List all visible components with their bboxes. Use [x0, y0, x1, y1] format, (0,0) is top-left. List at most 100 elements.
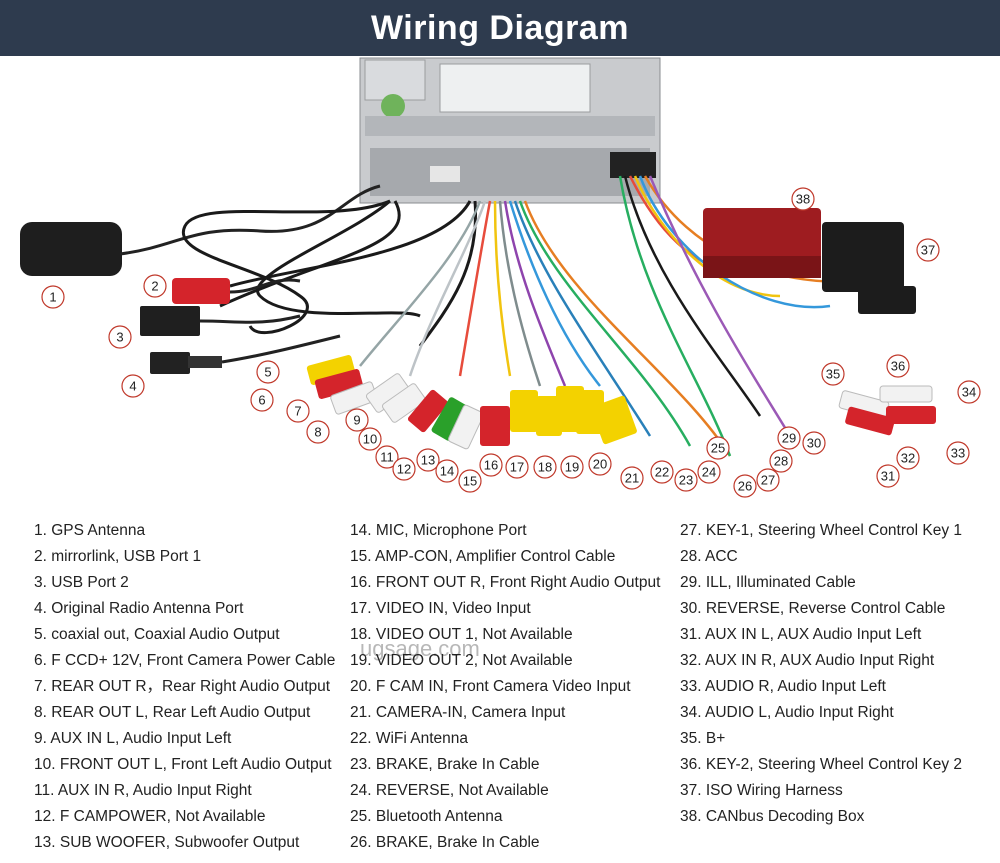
legend-item: 31. AUX IN L, AUX Audio Input Left: [680, 626, 922, 643]
gps-antenna: [20, 184, 381, 276]
callout-11: 11: [375, 445, 399, 469]
legend-item: 35. B+: [680, 730, 726, 747]
callout-number: 30: [807, 436, 821, 451]
callout-31: 31: [876, 464, 900, 488]
callout-number: 36: [891, 359, 905, 374]
legend-item: 33. AUDIO R, Audio Input Left: [680, 678, 886, 695]
callout-number: 4: [129, 379, 136, 394]
legend-item: 12. F CAMPOWER, Not Available: [34, 808, 266, 825]
callout-number: 35: [826, 367, 840, 382]
legend-item: 17. VIDEO IN, Video Input: [350, 600, 531, 617]
callout-35: 35: [821, 362, 845, 386]
callout-number: 38: [796, 192, 810, 207]
callout-13: 13: [416, 448, 440, 472]
rca-connectors-right: [838, 385, 936, 436]
legend-item: 14. MIC, Microphone Port: [350, 522, 527, 539]
legend-item: 34. AUDIO L, Audio Input Right: [680, 704, 894, 721]
callout-number: 6: [258, 393, 265, 408]
callout-number: 34: [962, 385, 976, 400]
legend-item: 19. VIDEO OUT 2, Not Available: [350, 652, 573, 669]
callout-number: 3: [116, 330, 123, 345]
callout-number: 1: [49, 290, 56, 305]
legend-column-3: 27. KEY-1, Steering Wheel Control Key 1 …: [680, 518, 962, 830]
legend-item: 5. coaxial out, Coaxial Audio Output: [34, 626, 280, 643]
usb-port-2: [140, 306, 301, 336]
callout-number: 13: [421, 453, 435, 468]
callout-4: 4: [121, 374, 145, 398]
callout-number: 26: [738, 479, 752, 494]
callout-34: 34: [957, 380, 981, 404]
callout-30: 30: [802, 431, 826, 455]
callout-number: 9: [353, 413, 360, 428]
callout-24: 24: [697, 460, 721, 484]
legend-item: 9. AUX IN L, Audio Input Left: [34, 730, 232, 747]
callout-number: 21: [625, 471, 639, 486]
callout-9: 9: [345, 408, 369, 432]
callout-number: 5: [264, 365, 271, 380]
legend-item: 27. KEY-1, Steering Wheel Control Key 1: [680, 522, 963, 539]
legend-item: 6. F CCD+ 12V, Front Camera Power Cable: [34, 652, 336, 669]
callout-number: 37: [921, 243, 935, 258]
callout-28: 28: [769, 449, 793, 473]
callout-18: 18: [533, 455, 557, 479]
legend-item: 15. AMP-CON, Amplifier Control Cable: [350, 548, 616, 565]
callout-7: 7: [286, 399, 310, 423]
callout-1: 1: [41, 285, 65, 309]
legend-item: 37. ISO Wiring Harness: [680, 782, 843, 799]
callout-number: 14: [440, 464, 454, 479]
legend-item: 16. FRONT OUT R, Front Right Audio Outpu…: [350, 574, 661, 591]
callout-26: 26: [733, 474, 757, 498]
legend-item: 23. BRAKE, Brake In Cable: [350, 756, 540, 773]
callout-number: 31: [881, 469, 895, 484]
legend-column-1: 1. GPS Antenna 2. mirrorlink, USB Port 1…: [34, 518, 335, 856]
legend-item: 26. BRAKE, Brake In Cable: [350, 834, 540, 851]
legend-item: 13. SUB WOOFER, Subwoofer Output: [34, 834, 300, 851]
callout-2: 2: [143, 274, 167, 298]
callout-number: 15: [463, 474, 477, 489]
watermark: ugsage.com: [360, 636, 480, 661]
callout-number: 11: [380, 450, 394, 465]
radio-antenna-port: [150, 334, 341, 374]
legend: 1. GPS Antenna 2. mirrorlink, USB Port 1…: [0, 518, 1000, 858]
legend-item: 38. CANbus Decoding Box: [680, 808, 865, 825]
callout-5: 5: [256, 360, 280, 384]
canbus-box: [703, 208, 821, 278]
legend-item: 10. FRONT OUT L, Front Left Audio Output: [34, 756, 332, 773]
legend-item: 11. AUX IN R, Audio Input Right: [34, 782, 252, 799]
legend-item: 8. REAR OUT L, Rear Left Audio Output: [34, 704, 311, 721]
callout-36: 36: [886, 354, 910, 378]
callout-37: 37: [916, 238, 940, 262]
callout-number: 8: [314, 425, 321, 440]
callout-32: 32: [896, 446, 920, 470]
callout-38: 38: [791, 187, 815, 211]
head-unit: [359, 57, 661, 204]
callout-25: 25: [706, 436, 730, 460]
callout-21: 21: [620, 466, 644, 490]
legend-item: 32. AUX IN R, AUX Audio Input Right: [680, 652, 935, 669]
legend-item: 2. mirrorlink, USB Port 1: [34, 548, 202, 565]
callout-number: 12: [397, 462, 411, 477]
callout-3: 3: [108, 325, 132, 349]
callout-22: 22: [650, 460, 674, 484]
callout-6: 6: [250, 388, 274, 412]
callout-17: 17: [505, 455, 529, 479]
black-cables: [181, 199, 478, 347]
callout-15: 15: [458, 469, 482, 493]
iso-connector: [822, 222, 916, 314]
callout-number: 20: [593, 457, 607, 472]
callout-number: 25: [711, 441, 725, 456]
callout-number: 18: [538, 460, 552, 475]
legend-item: 1. GPS Antenna: [34, 522, 146, 539]
callout-33: 33: [946, 441, 970, 465]
callout-number: 7: [294, 404, 301, 419]
legend-item: 3. USB Port 2: [34, 574, 129, 591]
callout-23: 23: [674, 468, 698, 492]
legend-item: 7. REAR OUT R，Rear Right Audio Output: [34, 678, 331, 695]
callout-27: 27: [756, 468, 780, 492]
legend-item: 24. REVERSE, Not Available: [350, 782, 549, 799]
callout-12: 12: [392, 457, 416, 481]
page-title: Wiring Diagram: [371, 8, 629, 47]
callout-number: 19: [565, 460, 579, 475]
callout-number: 23: [679, 473, 693, 488]
legend-item: 22. WiFi Antenna: [350, 730, 469, 747]
